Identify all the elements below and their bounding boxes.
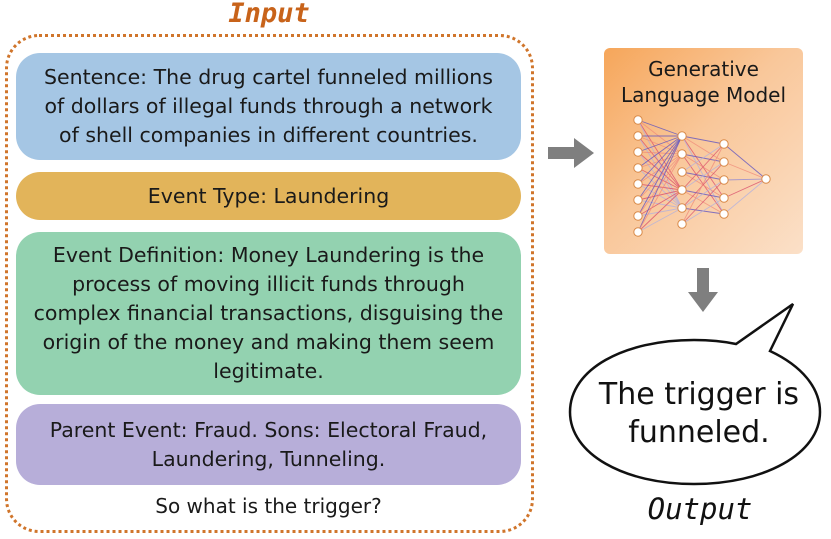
nn-connection xyxy=(637,189,683,201)
nn-connection xyxy=(637,151,683,155)
nn-connection xyxy=(681,179,725,225)
nn-connection xyxy=(637,119,683,191)
nn-connection xyxy=(637,153,683,233)
nn-connection xyxy=(637,183,683,209)
nn-connection xyxy=(637,135,683,233)
event-definition-text: Event Definition: Money Laundering is th… xyxy=(33,243,504,383)
nn-connection xyxy=(637,119,683,209)
nn-connection xyxy=(681,143,725,225)
nn-connection xyxy=(637,119,683,137)
nn-connection xyxy=(637,167,683,191)
nn-connection xyxy=(723,143,767,180)
nn-node xyxy=(719,193,729,203)
model-title: Generative Language Model xyxy=(604,56,803,108)
nn-connection xyxy=(681,135,725,215)
nn-node xyxy=(633,115,643,125)
nn-node xyxy=(677,167,687,177)
right-arrow-icon xyxy=(548,138,594,168)
output-bubble-text: The trigger is funneled. xyxy=(584,376,814,452)
input-title: Input xyxy=(228,0,310,29)
nn-node xyxy=(719,175,729,185)
nn-node xyxy=(761,174,771,184)
nn-connection xyxy=(637,183,683,191)
event-type-text: Event Type: Laundering xyxy=(147,183,390,208)
question-text: So what is the trigger? xyxy=(155,494,382,518)
nn-connection xyxy=(637,207,683,217)
model-title-line1: Generative xyxy=(648,57,759,81)
nn-node xyxy=(633,195,643,205)
nn-node xyxy=(719,139,729,149)
nn-connection xyxy=(637,135,683,217)
sentence-text: Sentence: The drug cartel funneled milli… xyxy=(44,65,493,147)
speech-bubble xyxy=(568,302,822,486)
input-frame xyxy=(5,34,534,533)
nn-connection xyxy=(637,119,683,155)
nn-connection xyxy=(637,199,683,209)
nn-connection xyxy=(637,135,683,185)
nn-connection xyxy=(723,178,767,215)
output-line2: funneled. xyxy=(628,415,770,450)
nn-connection xyxy=(637,189,683,217)
nn-connection xyxy=(637,135,683,209)
parent-event-box: Parent Event: Fraud. Sons: Electoral Fra… xyxy=(16,404,521,485)
nn-connection xyxy=(637,189,683,233)
nn-connection xyxy=(637,151,683,191)
nn-node xyxy=(677,203,687,213)
nn-connection xyxy=(637,135,683,169)
nn-connection xyxy=(637,153,683,169)
nn-node xyxy=(633,179,643,189)
event-type-box: Event Type: Laundering xyxy=(16,172,521,220)
nn-node xyxy=(633,131,643,141)
nn-connection xyxy=(723,161,767,180)
nn-node xyxy=(633,147,643,157)
nn-connection xyxy=(637,167,683,209)
nn-node xyxy=(633,227,643,237)
nn-connection xyxy=(637,207,683,233)
nn-node xyxy=(633,211,643,221)
nn-connection xyxy=(637,135,683,191)
nn-connection xyxy=(637,153,683,185)
event-definition-box: Event Definition: Money Laundering is th… xyxy=(16,232,521,395)
nn-node xyxy=(677,219,687,229)
nn-connection xyxy=(637,135,683,153)
neural-network-icon xyxy=(633,115,771,237)
nn-connection xyxy=(723,178,767,199)
nn-connection xyxy=(681,143,725,191)
nn-connection xyxy=(681,161,725,209)
nn-connection xyxy=(681,179,725,209)
nn-connection xyxy=(681,197,725,225)
parent-event-text: Parent Event: Fraud. Sons: Electoral Fra… xyxy=(49,417,488,471)
language-model-box: Generative Language Model xyxy=(604,48,803,254)
nn-connection xyxy=(681,143,725,173)
nn-connection xyxy=(723,178,767,181)
nn-node xyxy=(719,157,729,167)
nn-connection xyxy=(681,135,725,145)
output-line1: The trigger is xyxy=(598,377,800,412)
nn-node xyxy=(719,209,729,219)
nn-node xyxy=(677,149,687,159)
nn-connection xyxy=(637,135,683,201)
nn-node xyxy=(633,163,643,173)
sentence-box: Sentence: The drug cartel funneled milli… xyxy=(16,53,521,160)
down-arrow-icon xyxy=(688,268,718,312)
output-title: Output xyxy=(647,492,753,526)
nn-connection xyxy=(637,151,683,209)
nn-connection xyxy=(681,161,725,191)
nn-connection xyxy=(637,153,683,201)
nn-node xyxy=(677,185,687,195)
nn-node xyxy=(677,131,687,141)
model-title-line2: Language Model xyxy=(620,83,787,107)
